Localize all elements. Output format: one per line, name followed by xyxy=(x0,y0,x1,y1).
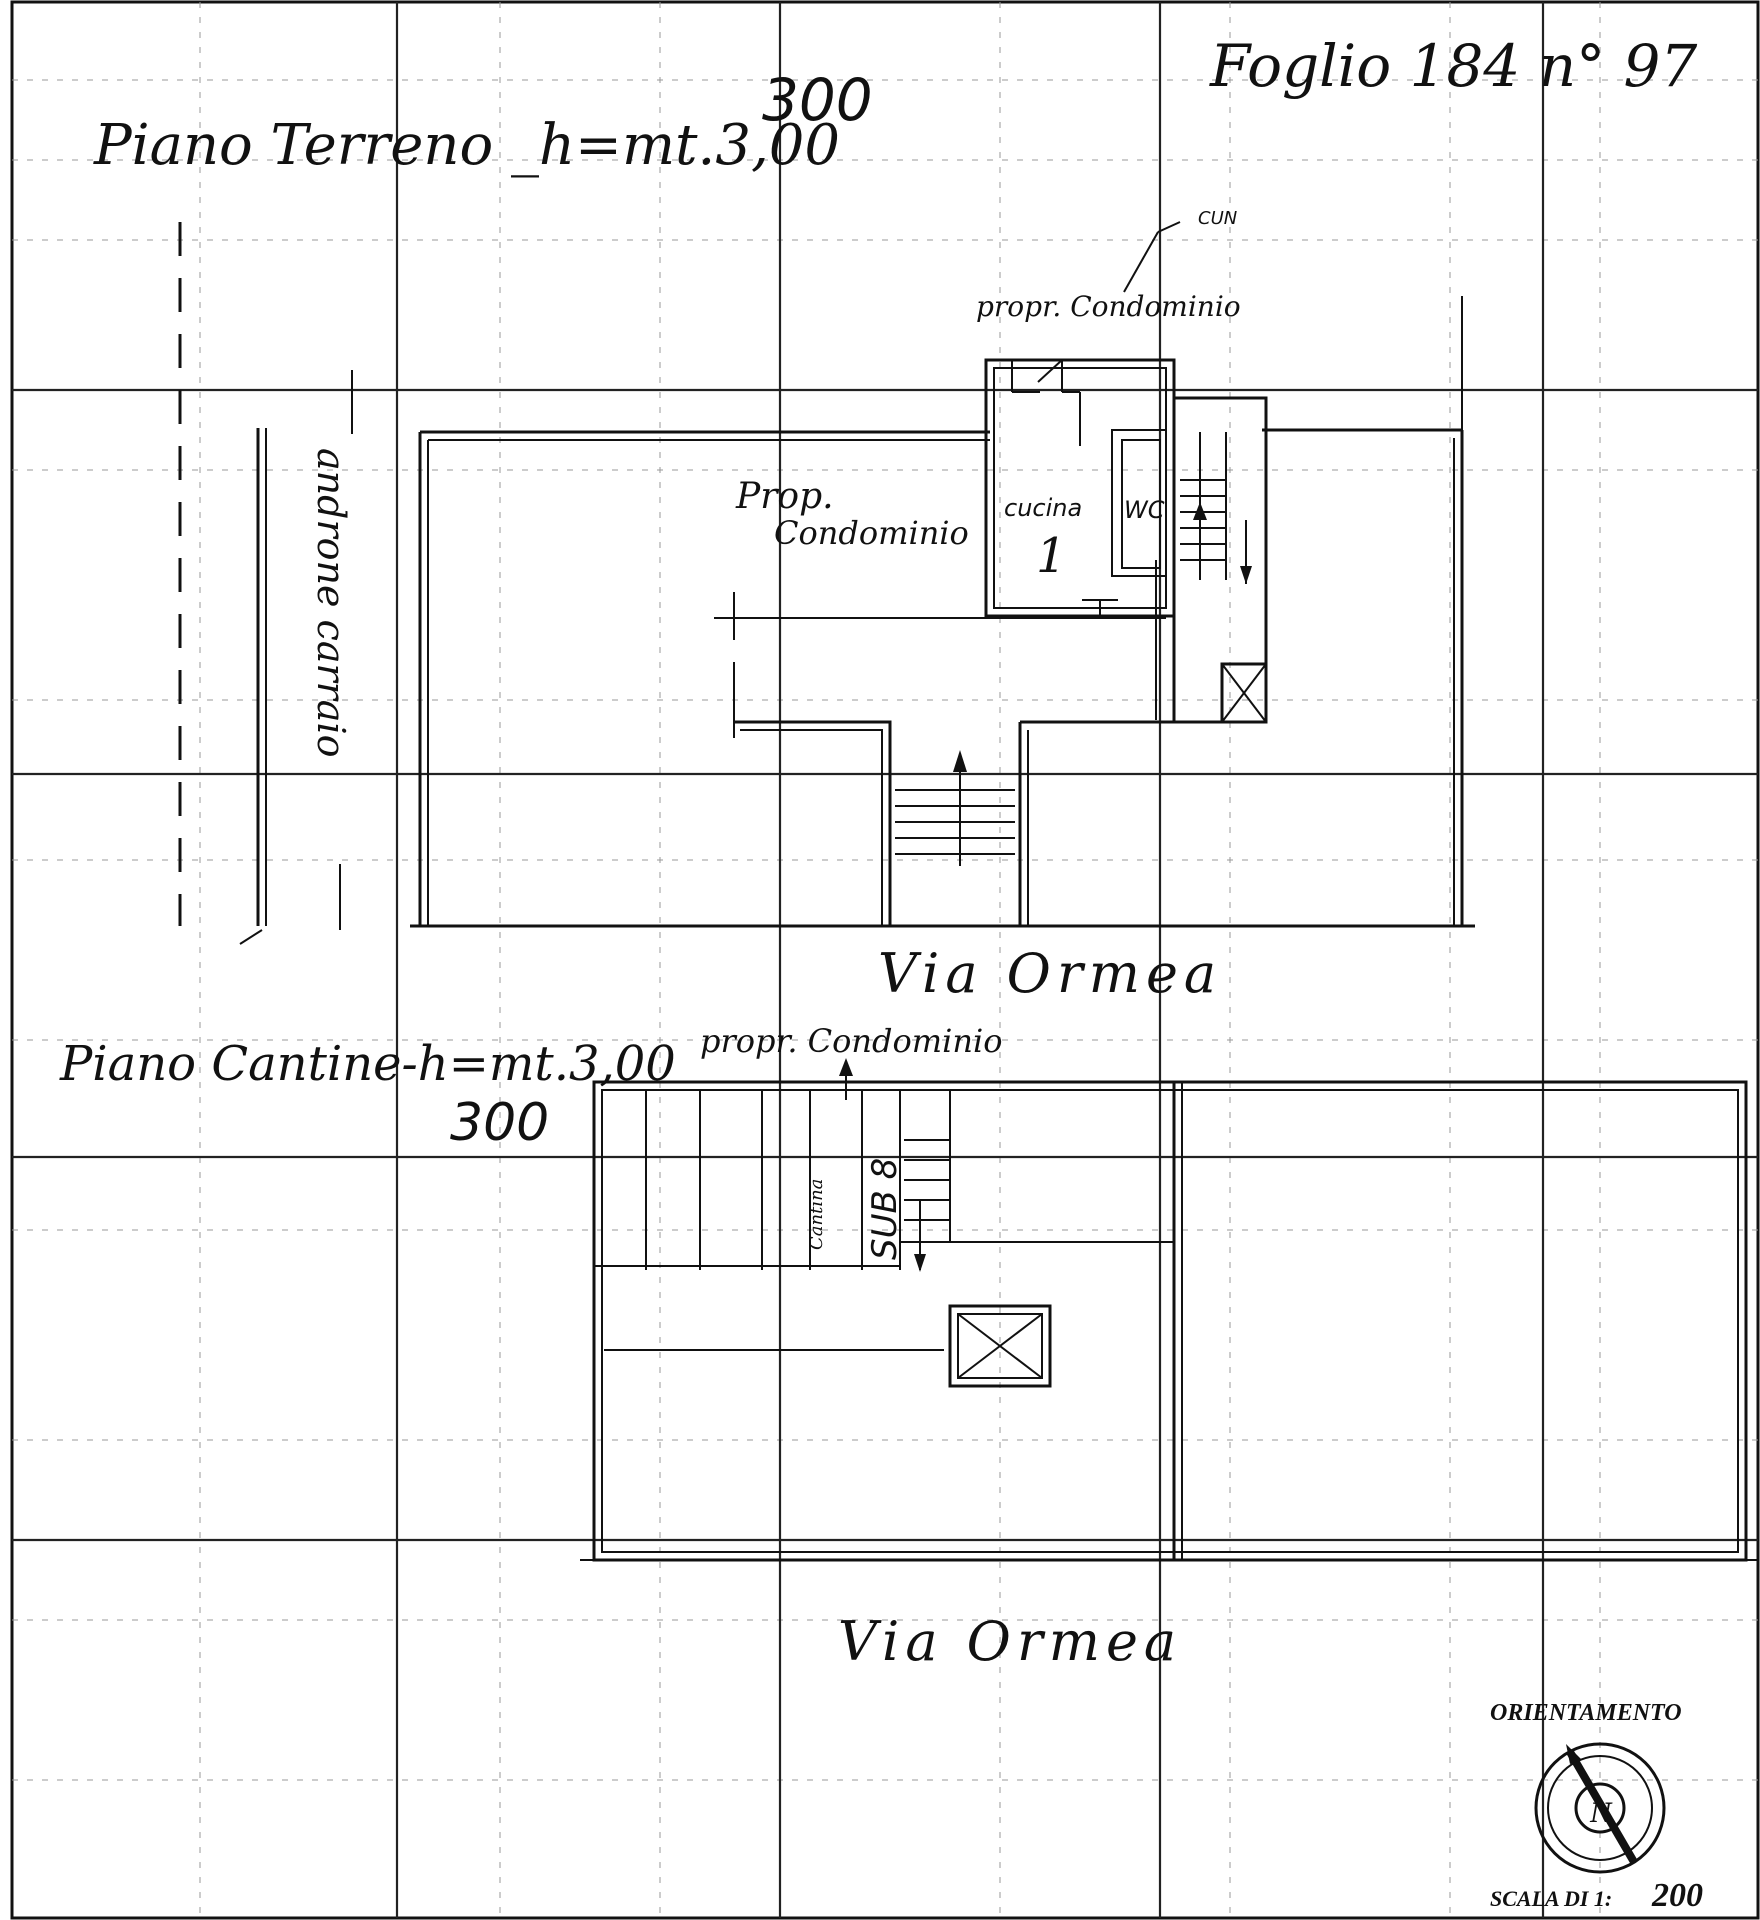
upper-stair-treads xyxy=(1180,479,1226,561)
sheet-border xyxy=(10,0,1760,1920)
scale-value: 200 xyxy=(1651,1877,1703,1914)
orientation-label: ORIENTAMENTO xyxy=(1490,1700,1682,1726)
ground-floor-street-label: Via Ormea xyxy=(878,942,1222,1005)
room-kitchen-label: cucina xyxy=(1004,494,1082,522)
cellar-small-label: Cantina xyxy=(806,1179,827,1250)
passage-label: androne carraio xyxy=(309,448,353,758)
cellar-stair-treads xyxy=(904,1090,951,1242)
ground-floor-title: Piano Terreno _h=mt.3,00 xyxy=(93,113,840,178)
ground-floor-plan xyxy=(178,221,1475,945)
cellar-sub-label: SUB 8 xyxy=(865,1158,905,1260)
room-wc-label: WC xyxy=(1124,496,1165,524)
cellar-storage-partitions xyxy=(645,1090,901,1270)
ground-floor-common-label-line1: Prop. xyxy=(735,476,834,517)
room-number-label: 1 xyxy=(1036,528,1067,584)
cellar-floor-title: Piano Cantine-h=mt.3,00 xyxy=(59,1036,676,1092)
cellar-floor-street-label: Via Ormea xyxy=(838,1610,1182,1673)
cellar-floor-plan xyxy=(580,1058,1758,1562)
north-symbol: N xyxy=(1589,1796,1613,1829)
ground-floor-small-stamp: CUN xyxy=(1198,208,1237,229)
ground-floor-common-label-line2: Condominio xyxy=(774,514,969,552)
entrance-stair-treads xyxy=(895,789,1015,855)
sheet-ref-label: Foglio 184 n° 97 xyxy=(1209,32,1697,100)
scale-label: SCALA DI 1: xyxy=(1490,1886,1612,1911)
minor-grid xyxy=(12,2,1758,1918)
sheet-reference: Foglio 184 n° 97 xyxy=(1209,32,1697,100)
major-grid xyxy=(12,2,1758,1918)
cellar-floor-condominio-top-label: propr. Condominio xyxy=(700,1022,1002,1060)
orientation-legend: ORIENTAMENTO N SCALA DI 1: 200 xyxy=(1490,1700,1703,1914)
cellar-floor-height-note: 300 xyxy=(450,1093,549,1153)
ground-floor-height-note: 300 xyxy=(762,66,873,134)
ground-floor-condominio-top-label: propr. Condominio xyxy=(976,290,1241,323)
compass-rose-icon: N xyxy=(1534,1742,1666,1874)
